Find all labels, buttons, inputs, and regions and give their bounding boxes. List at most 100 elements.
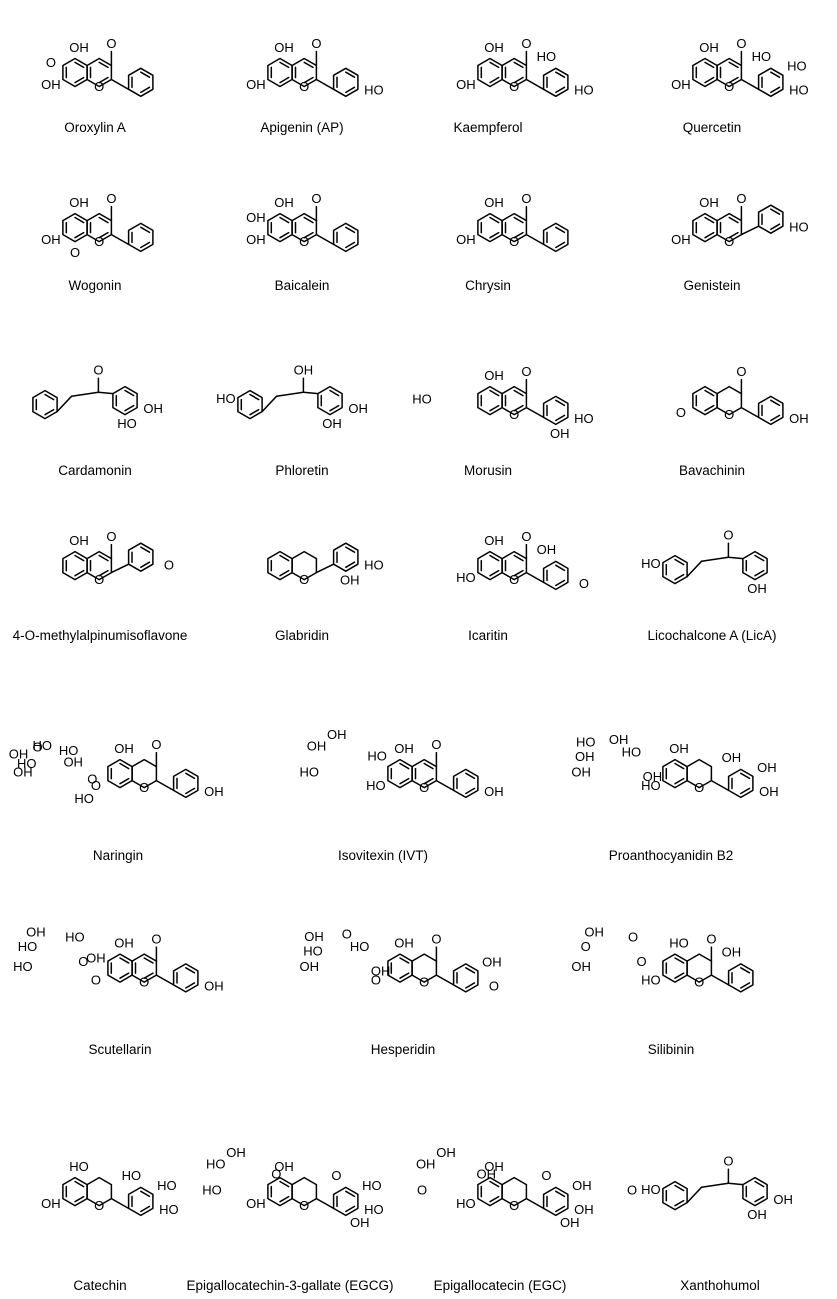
aromatic-ring-b [332,67,359,98]
atom-label: O [419,780,429,795]
aryl-bond [525,233,545,246]
double-bond [489,1195,500,1203]
compound-name: Epigallocatechin-3-gallate (EGCG) [186,1278,393,1293]
atom-label: O [489,978,499,993]
atom-label: OH [574,1202,594,1217]
compound-name: Icaritin [468,628,508,643]
double-bond [770,71,781,78]
atom-label: O [724,234,734,249]
atom-label: OH [86,951,106,966]
carbonyl-oxygen: O [521,529,531,544]
atom-label: HO [364,83,384,98]
double-bond [489,216,500,224]
aryl-bond [525,1197,545,1210]
atom-label: OH [63,755,83,770]
double-bond [303,216,314,224]
double-bond [140,1205,151,1213]
pyran-ring-c [86,1176,113,1207]
atom-label: O [94,572,104,587]
double-bond [555,579,566,587]
double-bond [770,399,781,407]
atom-label: OH [643,769,663,784]
carbonyl-bridge [727,556,744,560]
atom-label: O [33,740,43,755]
double-bond [279,231,290,239]
compound-name: Naringin [93,848,143,863]
double-bond [74,1195,85,1203]
double-bond [329,389,340,397]
double-bond [345,86,356,94]
atom-label: HO [32,738,52,753]
double-bond [513,404,524,412]
carbonyl-oxygen: O [311,36,321,51]
atom-label: O [87,772,97,787]
atom-label: OH [482,954,502,969]
aryl-bond [435,974,455,986]
double-bond [249,408,260,416]
atom-label: OH [371,963,391,978]
atom-label: OH [560,1215,580,1230]
atom-label: O [509,79,519,94]
double-bond [555,226,566,234]
atom-label: HO [456,570,476,585]
double-bond [555,1205,566,1213]
aromatic-ring-b [452,768,479,799]
atom-label: OH [204,978,224,993]
compound-name: Phloretin [275,463,328,478]
double-bond [674,573,685,581]
double-bond [555,414,566,422]
atom-label: OH [757,760,777,775]
atom-label: O [91,973,101,988]
atom-label: O [78,954,88,969]
atom-label: HO [13,959,33,974]
double-bond [728,231,739,239]
aromatic-ring-b [542,222,569,253]
carbonyl-oxygen: O [521,191,531,206]
carbonyl-oxygen: O [151,737,161,752]
double-bond [74,231,85,239]
double-bond [399,762,410,770]
double-bond [489,76,500,84]
carbonyl-oxygen: O [736,36,746,51]
atom-label: OH [143,401,163,416]
compound-name: Bavachinin [679,463,745,478]
double-bond [555,241,566,249]
double-bond [555,399,566,407]
atom-label: O [299,79,309,94]
double-bond [465,967,476,974]
double-bond [74,61,85,69]
double-bond [98,216,109,224]
double-bond [704,76,715,84]
double-bond [98,569,109,577]
double-bond [513,554,524,562]
double-bond [345,1190,356,1198]
atom-label: OH [477,1166,497,1181]
atom-label: HO [350,939,370,954]
atom-label: HO [18,939,38,954]
double-bond [513,231,524,239]
atom-label: O [299,234,309,249]
aryl-bond [315,233,335,246]
atom-label: O [509,234,519,249]
aryl-bond [740,225,760,236]
double-bond [44,393,55,401]
atom-label: HO [300,765,320,780]
atom-label: O [94,234,104,249]
enone-bond [70,391,100,397]
atom-label: OH [759,784,779,799]
double-bond [465,787,476,795]
aryl-bond [525,571,545,584]
double-bond [754,569,765,577]
atom-label: O [541,1168,551,1183]
aromatic-ring-b [32,389,58,420]
double-bond [74,569,85,577]
double-bond [119,972,130,979]
aryl-bond [155,974,175,986]
double-bond [513,389,524,397]
double-bond [279,1180,290,1188]
double-bond [140,241,151,249]
